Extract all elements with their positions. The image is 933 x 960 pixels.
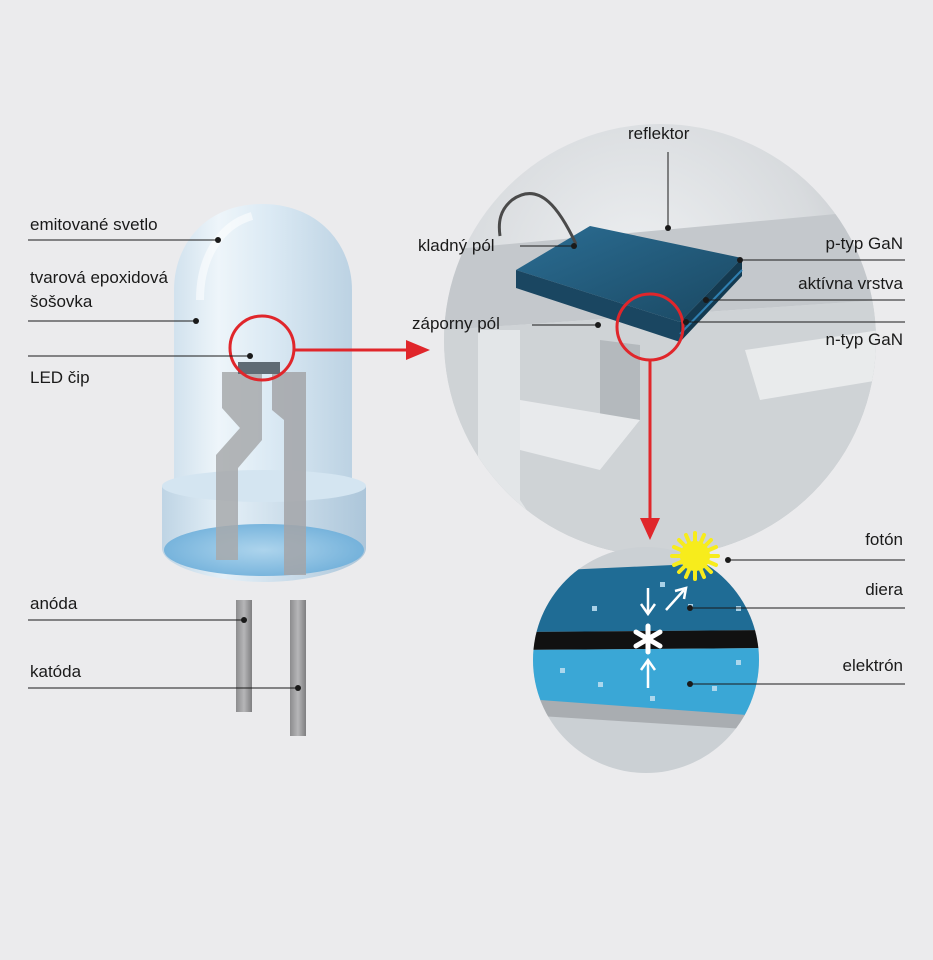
label-led-chip: LED čip (30, 368, 90, 388)
label-positive-pole: kladný pól (418, 236, 495, 256)
led-lens (174, 204, 352, 486)
label-p-type: p-typ GaN (826, 234, 903, 254)
label-anode: anóda (30, 594, 77, 614)
label-cathode: katóda (30, 662, 81, 682)
label-photon: fotón (865, 530, 903, 550)
p-type-layer (520, 560, 780, 632)
label-lens-line1: tvarová epoxidová (30, 268, 168, 288)
label-hole: diera (865, 580, 903, 600)
label-emitted-light: emitované svetlo (30, 215, 158, 235)
label-active-layer: aktívna vrstva (798, 274, 903, 294)
label-reflector: reflektor (628, 124, 689, 144)
label-n-type: n-typ GaN (826, 330, 903, 350)
label-lens-line2: šošovka (30, 292, 92, 312)
label-electron: elektrón (843, 656, 903, 676)
led-chip-body (238, 362, 280, 374)
arrow-right-icon (406, 340, 430, 360)
led-collar (162, 470, 366, 582)
label-negative-pole: záporny pól (412, 314, 500, 334)
photon-icon (672, 533, 718, 579)
